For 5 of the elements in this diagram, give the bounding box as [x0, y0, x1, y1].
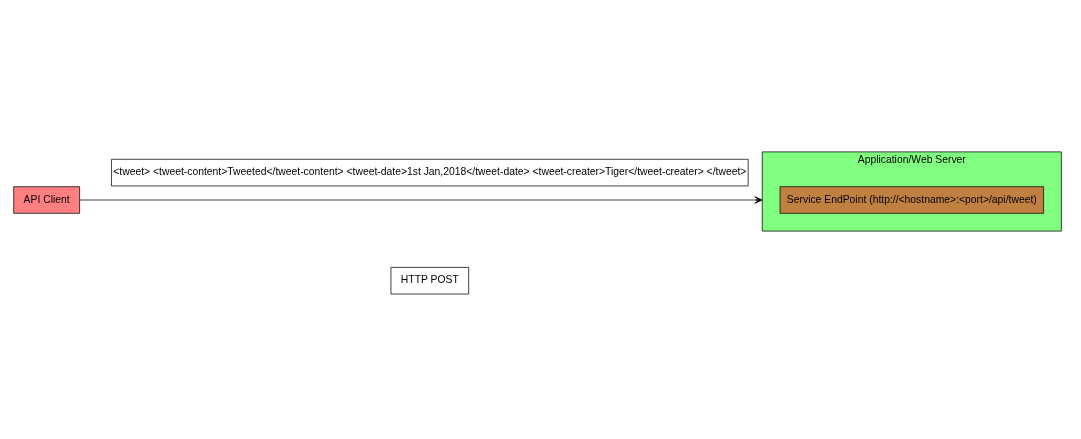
node-box: <tweet> <tweet-content>Tweeted</tweet-content> <tweet-date>1st Jan,2018</tweet-date> <tweet-creater>Tiger</tweet-creater> </tweet>: [111, 158, 749, 186]
arrow: [79, 195, 763, 204]
node-box: Service EndPoint (http://<hostname>:<port>/api/tweet): [779, 185, 1044, 214]
node-box: API Client: [13, 185, 80, 214]
node-box: HTTP POST: [390, 266, 470, 294]
